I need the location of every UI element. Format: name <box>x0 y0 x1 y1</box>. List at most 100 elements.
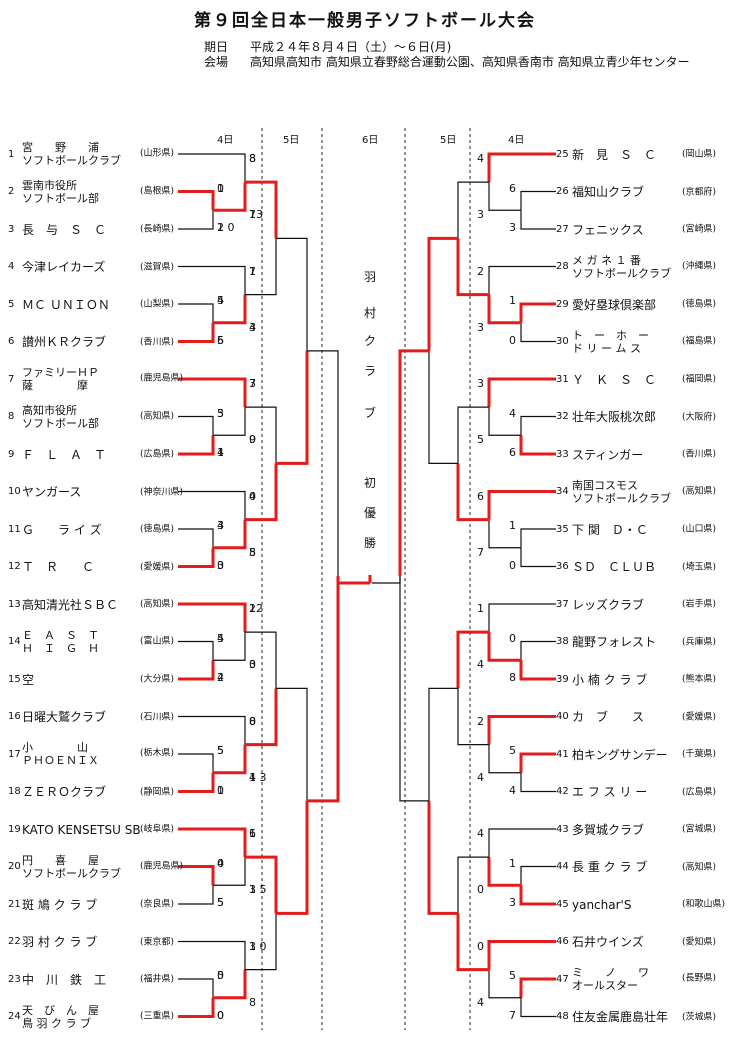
score-label: 1 <box>509 856 516 870</box>
bracket-line <box>520 415 556 436</box>
team-name-line: 天 び ん 屋 <box>22 1003 99 1017</box>
score-label: 1 <box>249 827 256 840</box>
team-number: 45 <box>556 898 569 910</box>
team-prefecture: (沖縄県) <box>682 261 717 271</box>
team-number: 22 <box>8 936 21 947</box>
bracket-line <box>178 210 214 230</box>
winner-path <box>519 752 556 773</box>
score-label: 4 <box>477 658 484 672</box>
team-prefecture: (大分県) <box>140 674 175 685</box>
score-label: 2 <box>217 221 224 234</box>
score-label: 0 <box>249 658 256 672</box>
score-label: 4 <box>249 489 256 503</box>
bracket-line <box>457 856 489 914</box>
score-label: 4 <box>217 856 224 870</box>
team-name: yanchar'S <box>572 898 682 912</box>
team-name-line: 薩 摩 <box>22 379 88 392</box>
team-name-line: 小 山 <box>22 741 88 754</box>
team-name-line: 今津レイカーズ <box>22 260 106 274</box>
team-name: カ ブ ス <box>572 710 682 724</box>
team-prefecture: (高知県) <box>682 862 717 872</box>
score-label: 3 <box>249 658 256 672</box>
bracket-line <box>488 969 521 999</box>
bracket-line <box>488 182 521 211</box>
team-number: 3 <box>8 223 15 235</box>
team-prefecture: (山形県) <box>140 148 175 159</box>
winner-path <box>178 865 215 886</box>
score-label: 0 <box>217 969 224 982</box>
score-label: 3 <box>509 221 516 234</box>
winner-path <box>276 350 309 465</box>
team-name: ＺＥＲＯクラブ <box>22 785 140 799</box>
team-name-line: Ｇ ラ イ ズ <box>22 522 102 537</box>
bracket-line <box>213 407 246 436</box>
score-label: 0 <box>217 783 224 797</box>
score-label: 5 <box>249 545 256 559</box>
team-prefecture: (石川県) <box>140 712 175 722</box>
score-label: 5 <box>217 896 224 909</box>
team-prefecture: (宮城県) <box>682 824 717 835</box>
winner-path <box>456 913 489 972</box>
team-name: Ｙ Ｋ Ｓ Ｃ <box>572 373 682 387</box>
day-label-right-5: 5日 <box>440 135 457 146</box>
score-label: 3 <box>249 883 256 897</box>
bracket-line <box>488 828 556 858</box>
bracket-line <box>488 407 521 436</box>
team-name: 中 川 鉄 工 <box>22 973 140 987</box>
score-label: 5 <box>217 294 224 307</box>
bracket-line <box>307 350 339 576</box>
score-label: 0 <box>477 883 484 897</box>
team-number: 12 <box>8 561 21 572</box>
winner-path <box>487 152 556 183</box>
team-name-line: Ｆ Ｌ Ａ Ｔ <box>22 447 107 462</box>
team-number: 43 <box>556 823 569 835</box>
team-name: Ｆ Ｌ Ａ Ｔ <box>22 448 140 462</box>
score-label: 1 <box>509 519 516 532</box>
score-label: 3 <box>249 377 256 390</box>
score-label: 7 <box>249 377 256 390</box>
day-label-left-5: 5日 <box>283 135 300 146</box>
bracket-line <box>520 997 556 1018</box>
winner-path <box>427 800 458 915</box>
score-label: 0 <box>217 558 224 572</box>
score-label: 7 <box>477 545 484 559</box>
score-label: 0 <box>217 181 224 195</box>
team-prefecture: (広島県) <box>140 449 175 460</box>
winner-path <box>178 660 215 681</box>
team-number: 9 <box>8 448 15 460</box>
team-name-line: Ｔ Ｒ Ｃ <box>22 560 95 574</box>
team-name: 空 <box>22 673 140 687</box>
score-label: 1 <box>509 294 516 307</box>
champion-char: 優 <box>364 506 377 520</box>
team-prefecture: (埼玉県) <box>682 562 717 572</box>
score-label: 4 <box>217 671 224 684</box>
winner-path <box>487 940 556 970</box>
winner-path <box>178 827 247 858</box>
team-prefecture: (山口県) <box>682 524 717 535</box>
bracket-line <box>178 265 246 295</box>
team-prefecture: (長野県) <box>682 973 717 984</box>
team-name: 下 関 Ｄ・Ｃ <box>572 523 682 537</box>
champion-char: 勝 <box>364 536 377 550</box>
bracket-line <box>428 687 458 801</box>
team-name: 小 楠 ク ラ ブ <box>572 673 682 687</box>
team-name-line: ソフトボールクラブ <box>572 266 671 280</box>
score-label: 1 <box>217 181 224 195</box>
team-name-line: フェニックス <box>572 222 644 237</box>
winner-path <box>336 575 370 585</box>
team-prefecture: (富山県) <box>140 636 175 646</box>
team-name: 柏キングサンデー <box>572 748 682 762</box>
